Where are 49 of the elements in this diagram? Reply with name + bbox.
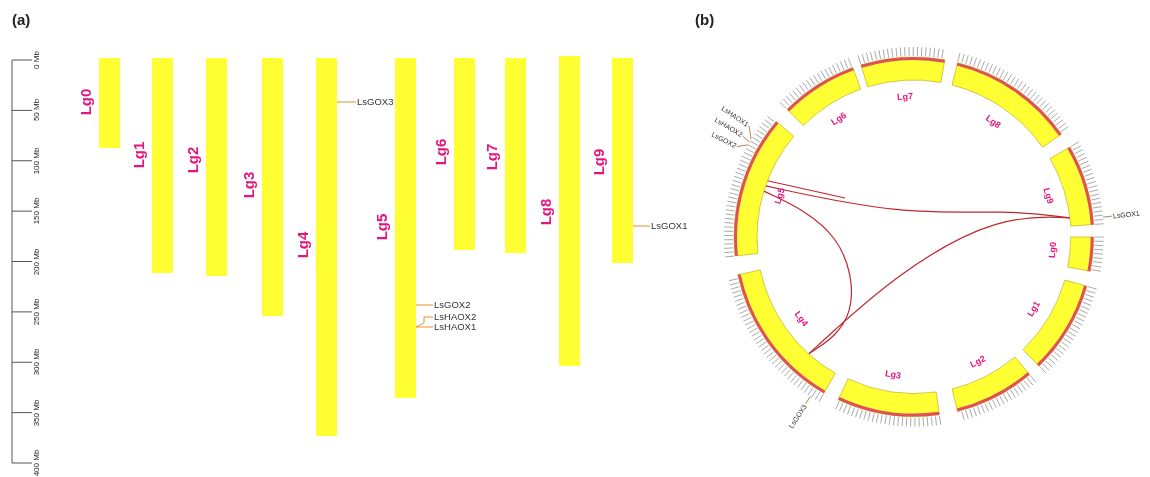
panel-label: (b) (695, 12, 715, 27)
panel-label: (a) (12, 12, 31, 27)
gene-label: LsHAOX1 (434, 321, 477, 331)
chromosome-label: Lg0 (1048, 242, 1059, 259)
leader-line (748, 125, 752, 140)
chromosome-label: Lg9 (1041, 187, 1055, 206)
axis-tick-label: 200 Mb (33, 248, 41, 275)
chromosome-label: Lg7 (897, 92, 914, 103)
chromosome-label: Lg1 (1026, 299, 1042, 319)
leader-line (805, 395, 811, 405)
chromosome-label: Lg4 (792, 310, 810, 329)
leader-line (1102, 215, 1113, 218)
axis-tick-label: 350 Mb (33, 399, 41, 426)
axis-tick-label: 100 Mb (33, 147, 41, 175)
chromosome-label: Lg2 (968, 354, 987, 370)
chromosome-label: Lg8 (984, 113, 1003, 130)
gene-label: LsHAOX2 (434, 311, 477, 321)
synteny-link (763, 190, 853, 355)
axis-tick-label: 0 Mb (33, 51, 41, 69)
leader-line (742, 135, 750, 143)
axis-tick-label: 50 Mb (33, 99, 41, 122)
chromosome-label: Lg8 (537, 198, 553, 226)
chromosome-label: Lg0 (77, 88, 93, 116)
gene-label: LsGOX3 (357, 96, 394, 106)
leader-line (632, 225, 651, 227)
chromosome-label: Lg1 (130, 141, 146, 169)
leader-line (736, 144, 749, 148)
axis-tick-label: 250 Mb (33, 298, 41, 326)
synteny-link (808, 216, 1071, 355)
gene-label: LsGOX2 (434, 299, 471, 309)
leader-line (336, 101, 357, 103)
chromosome-label: Lg2 (184, 146, 200, 174)
axis-tick-label: 300 Mb (33, 348, 41, 376)
gene-label: LsGOX1 (651, 220, 688, 230)
leader-line (415, 326, 434, 328)
chromosome-label: Lg6 (432, 138, 448, 166)
axis-tick-label: 150 Mb (33, 197, 41, 225)
chromosome-label: Lg5 (773, 187, 787, 205)
chromosome-label: Lg5 (373, 213, 389, 241)
chromosome-label: Lg3 (884, 369, 902, 382)
leader-line (415, 316, 434, 328)
synteny-link (766, 180, 846, 199)
chromosome-label: Lg6 (829, 110, 848, 127)
axis-tick-label: 400 Mb (33, 449, 41, 477)
leader-line (415, 304, 434, 306)
chromosome-label: Lg7 (483, 143, 499, 171)
chromosome-label: Lg9 (590, 148, 606, 176)
chromosome-label: Lg3 (240, 171, 256, 199)
chromosome-label: Lg4 (294, 231, 310, 259)
